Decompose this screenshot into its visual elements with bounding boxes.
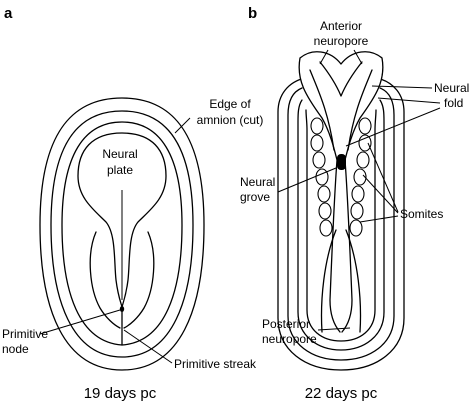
amnion-edge-outer-b xyxy=(277,77,405,371)
somite xyxy=(317,185,331,203)
panel-a-letter: a xyxy=(4,5,13,22)
somite xyxy=(315,168,329,186)
label-edge-of-amnion-2: amnion (cut) xyxy=(197,113,264,127)
label-neural-grove-2: grove xyxy=(240,190,270,204)
cranial-neural-fold xyxy=(298,51,384,161)
leader-primitive-node xyxy=(39,309,121,335)
posterior-neuropore-left xyxy=(320,229,337,333)
label-neural-plate-1: Neural xyxy=(102,147,137,161)
somite xyxy=(310,134,324,152)
lateral-mesoderm-right xyxy=(123,231,155,329)
label-primitive-node-1: Primitive xyxy=(2,327,48,341)
leader-somites-3 xyxy=(359,215,399,223)
neural-groove-left xyxy=(329,159,341,333)
leader-somites-1 xyxy=(367,142,399,213)
anterior-neuropore-opening xyxy=(319,61,363,97)
label-primitive-node-2: node xyxy=(2,342,29,356)
label-posterior-neuropore-2: neuropore xyxy=(262,332,317,346)
leader-somites-2 xyxy=(362,174,399,214)
leader-neural-fold-a xyxy=(371,85,433,89)
label-edge-of-amnion-1: Edge of xyxy=(209,97,251,111)
label-neural-fold-1: Neural xyxy=(434,81,469,95)
leader-neural-grove xyxy=(277,167,337,193)
label-primitive-streak: Primitive streak xyxy=(174,357,257,371)
somite xyxy=(353,168,367,186)
primitive-node xyxy=(119,306,125,312)
somite xyxy=(358,134,372,152)
somites-right xyxy=(349,117,372,237)
leader-posterior-neuropore xyxy=(317,327,351,331)
posterior-neuropore-right xyxy=(345,229,362,333)
somite xyxy=(351,185,365,203)
label-neural-fold-2: fold xyxy=(444,96,463,110)
leader-neural-fold-b xyxy=(377,97,441,104)
label-neural-plate-2: plate xyxy=(107,163,133,177)
label-somites: Somites xyxy=(400,207,443,221)
somite xyxy=(319,219,333,237)
cranial-fold-right-inner xyxy=(347,69,373,151)
embryo-outline-b xyxy=(297,99,385,351)
neural-fold-outer-b xyxy=(305,109,377,342)
amnion-edge-inner xyxy=(50,110,194,358)
lateral-mesoderm-left xyxy=(89,231,121,329)
somite xyxy=(349,219,363,237)
leader-anterior-neuropore-right xyxy=(353,49,363,65)
amnion-edge-outer xyxy=(39,97,205,371)
somite xyxy=(312,151,326,169)
amnion-edge-inner-b xyxy=(287,87,395,361)
somite xyxy=(318,202,332,220)
somite xyxy=(310,117,324,135)
closed-neural-tube xyxy=(337,154,346,170)
leader-neural-fold-c xyxy=(345,107,441,147)
panel-a: a Edge of amnion (cut) Neural plate Prim… xyxy=(2,5,263,402)
label-posterior-neuropore-1: Posterior xyxy=(262,317,310,331)
panel-b: b xyxy=(240,5,469,402)
neural-groove-right xyxy=(341,159,353,333)
caption-b: 22 days pc xyxy=(305,385,378,402)
caption-a: 19 days pc xyxy=(84,385,157,402)
panel-b-letter: b xyxy=(248,5,257,22)
label-neural-grove-1: Neural xyxy=(240,175,275,189)
leader-edge-of-amnion xyxy=(174,117,191,134)
label-anterior-neuropore-2: neuropore xyxy=(314,34,369,48)
somite xyxy=(350,202,364,220)
leader-primitive-streak xyxy=(123,329,173,364)
somite xyxy=(356,151,370,169)
label-anterior-neuropore-1: Anterior xyxy=(320,19,362,33)
somite xyxy=(358,117,372,135)
cranial-fold-left-inner xyxy=(309,69,335,151)
leader-anterior-neuropore-left xyxy=(319,49,329,65)
